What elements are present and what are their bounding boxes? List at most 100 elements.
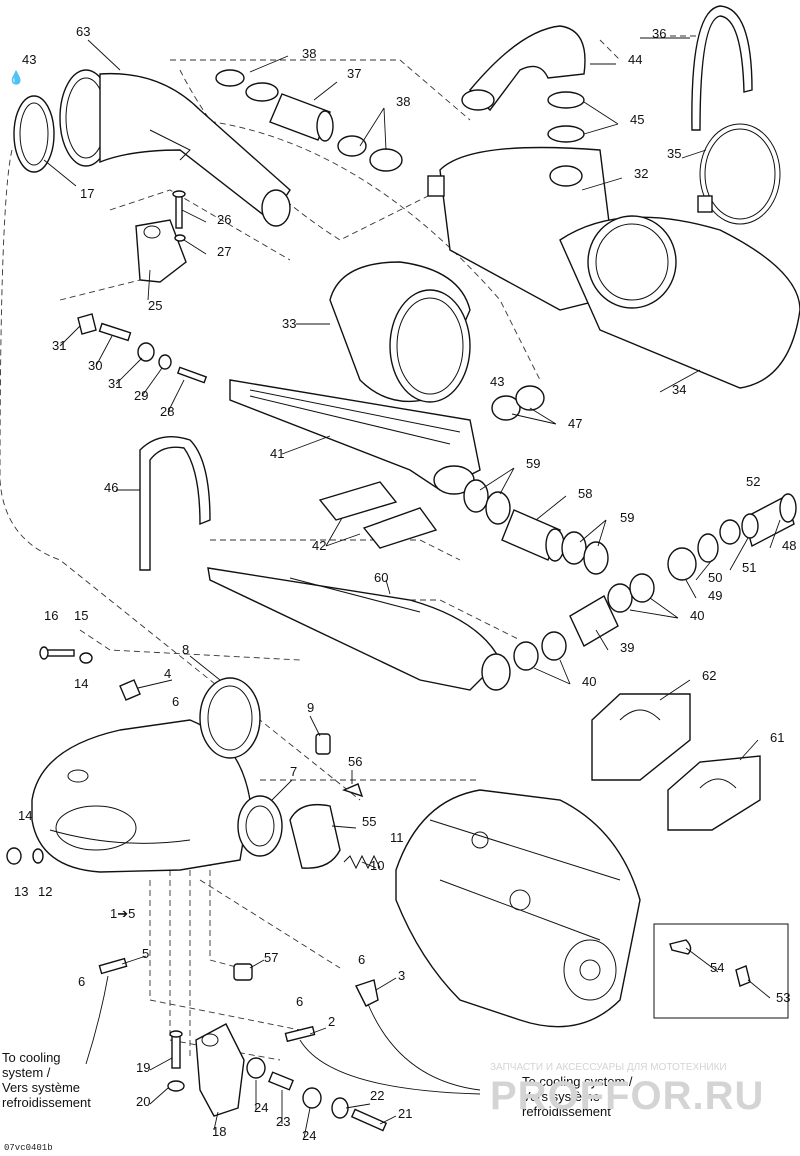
fitting-4 xyxy=(119,679,141,701)
hose-right xyxy=(367,1003,481,1091)
mount-parts-28-31 xyxy=(77,313,208,384)
callout-c6a: 6 xyxy=(172,694,179,709)
pipe-60 xyxy=(207,567,511,691)
callout-c11: 11 xyxy=(390,830,404,845)
callout-c50: 50 xyxy=(708,570,722,585)
figure-code: 07vc0401b xyxy=(4,1143,53,1153)
callout-c52: 52 xyxy=(746,474,760,489)
sleeve-39 xyxy=(569,595,619,647)
gasket-7 xyxy=(237,795,283,857)
callout-c40a: 40 xyxy=(690,608,704,623)
callout-c53: 53 xyxy=(776,990,790,1005)
bushing-24b xyxy=(302,1087,322,1109)
engine-block xyxy=(395,789,641,1028)
pipe-41 xyxy=(229,379,481,495)
callout-c54: 54 xyxy=(710,960,724,975)
callout-c14a: 14 xyxy=(74,676,88,691)
muffler-34 xyxy=(559,215,800,389)
clamps-47 xyxy=(491,385,545,421)
callout-c20: 20 xyxy=(136,1094,150,1109)
callout-c58: 58 xyxy=(578,486,592,501)
bolt-16 xyxy=(39,646,75,660)
callout-c45: 45 xyxy=(630,112,644,127)
callout-c62: 62 xyxy=(702,668,716,683)
callout-c5: 5 xyxy=(142,946,149,961)
callout-c35: 35 xyxy=(667,146,681,161)
callout-c49: 49 xyxy=(708,588,722,603)
callout-c38a: 38 xyxy=(302,46,316,61)
clamps-45 xyxy=(547,91,585,143)
plug-57 xyxy=(233,963,253,981)
callout-c55: 55 xyxy=(362,814,376,829)
callout-c43b: 43 xyxy=(490,374,504,389)
clamps-59-lower xyxy=(561,531,609,575)
callout-c34: 34 xyxy=(672,382,686,397)
callout-c48: 48 xyxy=(782,538,796,553)
callout-c6c: 6 xyxy=(358,952,365,967)
callout-c38b: 38 xyxy=(396,94,410,109)
nut-13 xyxy=(6,847,22,865)
strap-46 xyxy=(139,436,211,571)
sleeve-37 xyxy=(269,93,334,142)
clamp-35 xyxy=(697,123,781,225)
callout-c61: 61 xyxy=(770,730,784,745)
support-block-61 xyxy=(667,755,761,831)
flange-8 xyxy=(199,677,261,759)
callout-c47: 47 xyxy=(568,416,582,431)
callout-c46: 46 xyxy=(104,480,118,495)
clamps-59-upper xyxy=(463,479,511,525)
bushing-24a xyxy=(246,1057,266,1079)
washer-20 xyxy=(167,1080,185,1092)
callout-c24a: 24 xyxy=(254,1100,268,1115)
callout-c43a: 43 xyxy=(22,52,36,67)
callout-c10: 10 xyxy=(370,858,384,873)
hose-left xyxy=(85,975,109,1065)
callout-c23: 23 xyxy=(276,1114,290,1129)
callout-c4: 4 xyxy=(164,666,171,681)
callout-c8: 8 xyxy=(182,642,189,657)
fitting-5 xyxy=(98,957,128,975)
watermark-top: ЗАПЧАСТИ И АКСЕССУАРЫ ДЛЯ МОТОТЕХНИКИ xyxy=(490,1062,727,1073)
callout-c24b: 24 xyxy=(302,1128,316,1143)
exhaust-pipe-63 xyxy=(59,69,291,227)
callout-c33: 33 xyxy=(282,316,296,331)
callout-c26: 26 xyxy=(217,212,231,227)
callout-c57: 57 xyxy=(264,950,278,965)
callout-c7: 7 xyxy=(290,764,297,779)
callout-c42: 42 xyxy=(312,538,326,553)
pads-42 xyxy=(318,481,438,549)
callout-c41: 41 xyxy=(270,446,284,461)
nut-49 xyxy=(667,547,697,581)
screw-19 xyxy=(169,1030,183,1069)
callout-c59a: 59 xyxy=(526,456,540,471)
spring-10 xyxy=(343,854,381,870)
callout-c63: 63 xyxy=(76,24,90,39)
clip-56 xyxy=(342,783,364,798)
callout-c27: 27 xyxy=(217,244,231,259)
valve-cover-55 xyxy=(289,803,341,869)
callout-c56: 56 xyxy=(348,754,362,769)
washer-27 xyxy=(174,234,186,242)
callout-c21: 21 xyxy=(398,1106,412,1121)
strap-36 xyxy=(691,5,753,131)
callout-c15: 15 xyxy=(74,608,88,623)
bracket-25 xyxy=(135,219,187,283)
clamp-38-top xyxy=(215,69,279,102)
callout-c32: 32 xyxy=(634,166,648,181)
callout-c44: 44 xyxy=(628,52,642,67)
clamps-40-upper xyxy=(607,573,655,613)
drop-icons: 💧 xyxy=(8,70,24,85)
callout-c37: 37 xyxy=(347,66,361,81)
callout-c17: 17 xyxy=(80,186,94,201)
clamps-40-lower xyxy=(513,631,567,671)
callout-c39: 39 xyxy=(620,640,634,655)
spacer-23 xyxy=(268,1071,294,1091)
gasket-17 xyxy=(13,95,55,173)
clamp-51 xyxy=(741,513,759,539)
drop-icon: 💧 xyxy=(8,70,24,85)
tube-44 xyxy=(461,25,586,112)
callout-c31a: 31 xyxy=(52,338,66,353)
callout-c25: 25 xyxy=(148,298,162,313)
heat-shield-33 xyxy=(329,261,471,403)
